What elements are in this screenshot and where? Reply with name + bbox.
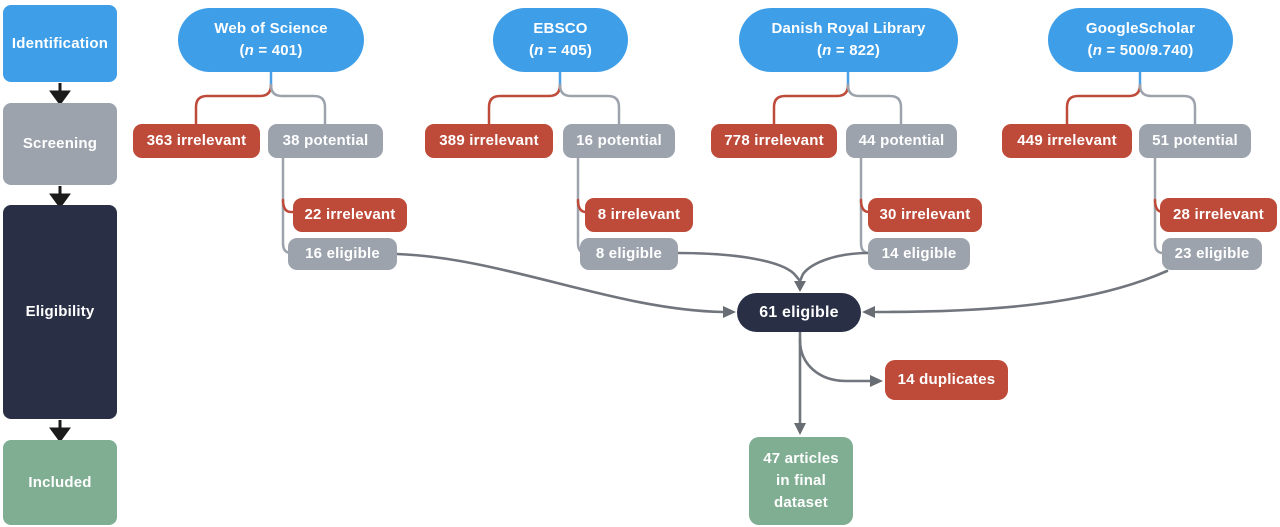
drl-eligible-box: 14 eligible [868, 238, 970, 270]
stage-included: Included [3, 440, 117, 525]
wos-irrelevant2-box: 22 irrelevant [293, 198, 407, 232]
wos-eligible-box: 16 eligible [288, 238, 397, 270]
source-name: Danish Royal Library [771, 20, 926, 38]
merge-arrowheads [723, 281, 883, 435]
source-danish-royal-library: Danish Royal Library (n = 822) [739, 8, 958, 72]
ebsco-potential-box: 16 potential [563, 124, 675, 158]
source-name: GoogleScholar [1085, 20, 1196, 38]
merge-arrows [395, 251, 1169, 425]
gs-irrelevant-box: 449 irrelevant [1002, 124, 1132, 158]
wos-potential-box: 38 potential [268, 124, 383, 158]
stage-eligibility: Eligibility [3, 205, 117, 419]
stage-screening: Screening [3, 103, 117, 185]
source-n-count: (n = 500/9.740) [1087, 42, 1194, 59]
final-dataset-line: dataset [774, 493, 828, 511]
gs-eligible-box: 23 eligible [1162, 238, 1262, 270]
final-dataset-line: in final [776, 472, 826, 490]
drl-irrelevant2-box: 30 irrelevant [868, 198, 982, 232]
stage-flow-arrows [49, 83, 71, 443]
source-n-count: (n = 822) [816, 42, 881, 59]
drl-irrelevant-box: 778 irrelevant [711, 124, 837, 158]
drl-potential-box: 44 potential [846, 124, 957, 158]
gs-irrelevant2-box: 28 irrelevant [1160, 198, 1277, 232]
source-googlescholar: GoogleScholar (n = 500/9.740) [1048, 8, 1233, 72]
source-n-count: (n = 405) [528, 42, 593, 59]
duplicates-box: 14 duplicates [885, 360, 1008, 400]
source-n-count: (n = 401) [239, 42, 303, 59]
ebsco-irrelevant2-box: 8 irrelevant [585, 198, 693, 232]
source-ebsco: EBSCO (n = 405) [493, 8, 628, 72]
final-dataset-box: 47 articles in final dataset [749, 437, 853, 525]
total-eligible-box: 61 eligible [737, 293, 861, 332]
source-name: Web of Science [214, 20, 328, 38]
ebsco-irrelevant-box: 389 irrelevant [425, 124, 553, 158]
gs-potential-box: 51 potential [1139, 124, 1251, 158]
source-name: EBSCO [533, 20, 588, 38]
final-dataset-line: 47 articles [763, 450, 839, 468]
ebsco-eligible-box: 8 eligible [580, 238, 678, 270]
source-web-of-science: Web of Science (n = 401) [178, 8, 364, 72]
wos-irrelevant-box: 363 irrelevant [133, 124, 260, 158]
stage-identification: Identification [3, 5, 117, 82]
